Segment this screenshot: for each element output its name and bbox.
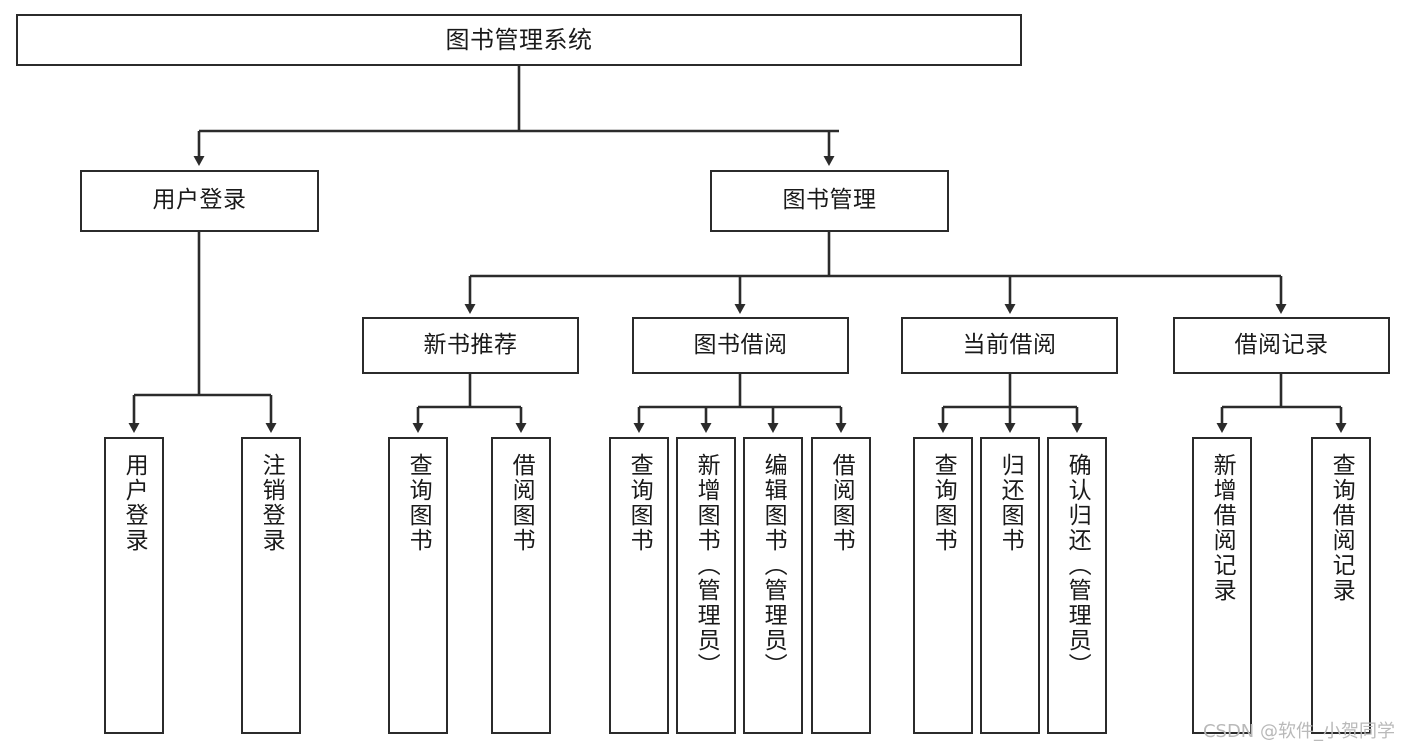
node-label: 用户登录 xyxy=(121,453,148,553)
leaf-edit-book-admin[interactable]: 编辑图书（管理员） xyxy=(743,437,803,734)
node-new-book-recommend[interactable]: 新书推荐 xyxy=(362,317,579,374)
node-label: 借阅记录 xyxy=(1234,331,1329,358)
node-current-borrow[interactable]: 当前借阅 xyxy=(901,317,1118,374)
leaf-add-book-admin[interactable]: 新增图书（管理员） xyxy=(676,437,736,734)
leaf-add-borrow-record[interactable]: 新增借阅记录 xyxy=(1192,437,1252,734)
node-label: 当前借阅 xyxy=(962,331,1057,358)
leaf-logout-login[interactable]: 注销登录 xyxy=(241,437,301,734)
node-label: 图书管理 xyxy=(782,187,877,214)
node-label: 新书推荐 xyxy=(423,331,518,358)
node-label: 图书借阅 xyxy=(693,331,788,358)
node-label: 查询图书 xyxy=(405,453,432,553)
leaf-borrow-book[interactable]: 借阅图书 xyxy=(811,437,871,734)
node-root-book-management-system[interactable]: 图书管理系统 xyxy=(16,14,1022,66)
node-label: 图书管理系统 xyxy=(445,25,593,54)
node-label: 编辑图书（管理员） xyxy=(760,453,787,678)
node-label: 归还图书 xyxy=(997,453,1024,553)
node-label: 借阅图书 xyxy=(508,453,535,553)
node-borrow-record[interactable]: 借阅记录 xyxy=(1173,317,1390,374)
node-label: 查询图书 xyxy=(626,453,653,553)
leaf-return-book[interactable]: 归还图书 xyxy=(980,437,1040,734)
node-label: 用户登录 xyxy=(152,187,247,214)
leaf-borrow-book-recommend[interactable]: 借阅图书 xyxy=(491,437,551,734)
leaf-query-book-borrow[interactable]: 查询图书 xyxy=(609,437,669,734)
node-label: 新增借阅记录 xyxy=(1209,453,1236,603)
node-label: 查询图书 xyxy=(930,453,957,553)
leaf-user-login[interactable]: 用户登录 xyxy=(104,437,164,734)
csdn-watermark: CSDN @软件_小贺同学 xyxy=(1202,721,1395,742)
leaf-query-book-current[interactable]: 查询图书 xyxy=(913,437,973,734)
node-label: 确认归还（管理员） xyxy=(1064,453,1091,678)
node-label: 借阅图书 xyxy=(828,453,855,553)
leaf-query-book-recommend[interactable]: 查询图书 xyxy=(388,437,448,734)
leaf-confirm-return-admin[interactable]: 确认归还（管理员） xyxy=(1047,437,1107,734)
node-book-borrow[interactable]: 图书借阅 xyxy=(632,317,849,374)
node-user-login[interactable]: 用户登录 xyxy=(80,170,319,232)
node-book-management[interactable]: 图书管理 xyxy=(710,170,949,232)
leaf-query-borrow-record[interactable]: 查询借阅记录 xyxy=(1311,437,1371,734)
node-label: 注销登录 xyxy=(258,453,285,553)
node-label: 查询借阅记录 xyxy=(1328,453,1355,603)
node-label: 新增图书（管理员） xyxy=(693,453,720,678)
